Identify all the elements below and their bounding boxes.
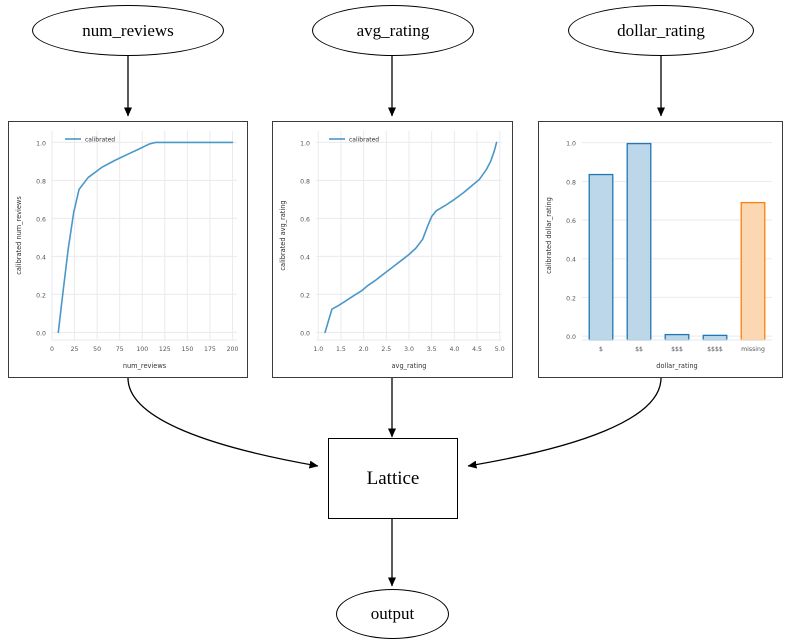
chart-num-reviews-xtick: 0	[50, 346, 54, 353]
chart-avg-rating-legend-label: calibrated	[349, 137, 379, 144]
chart-avg-rating-ytick: 0.2	[300, 292, 310, 299]
chart-avg-rating-series-line	[324, 141, 498, 334]
chart-num-reviews-legend-label: calibrated	[85, 137, 115, 144]
chart-avg-rating-xtick: 3.0	[404, 346, 414, 353]
chart-dollar-rating-bar	[702, 334, 728, 341]
chart-avg-rating-ytick: 0.0	[300, 330, 310, 337]
chart-dollar-rating-ytick: 0.8	[566, 179, 576, 186]
chart-num-reviews-ytick: 0.4	[36, 254, 46, 261]
chart-num-reviews-series-line	[57, 141, 234, 334]
chart-avg-rating-xtick: 2.5	[381, 346, 391, 353]
node-output-label: output	[370, 604, 415, 623]
chart-num-reviews-xtick: 200	[227, 346, 239, 353]
chart-dollar-rating-xtick: $	[599, 346, 603, 353]
chart-num-reviews-xlabel: num_reviews	[123, 362, 167, 370]
edge-chart1-to-lattice	[127, 377, 319, 469]
node-num-reviews[interactable]: num_reviews	[32, 5, 224, 56]
chart-panel-num-reviews: 0.0 0.2 0.4 0.6 0.8 1.0 0 25 50 75 100 125 150 175 200…	[8, 121, 248, 378]
chart-num-reviews-xtick: 25	[71, 346, 79, 353]
chart-dollar-rating-bar	[626, 142, 652, 341]
chart-avg-rating-xtick: 1.5	[336, 346, 346, 353]
chart-dollar-rating-ytick: 0.0	[566, 334, 576, 341]
chart-avg-rating-ylabel: calibrated avg_rating	[279, 200, 287, 270]
node-dollar-rating-label: dollar_rating	[617, 20, 705, 40]
chart-avg-rating-svg: 0.0 0.2 0.4 0.6 0.8 1.0 1.0 1.5 2.0 2.5 3.0 3.5 4.0 4…	[279, 131, 505, 370]
chart-num-reviews-ylabel: calibrated num_reviews	[15, 196, 23, 275]
chart-avg-rating-ytick: 0.8	[300, 178, 310, 185]
node-dollar-rating[interactable]: dollar_rating	[568, 5, 754, 56]
node-avg-rating[interactable]: avg_rating	[312, 5, 474, 56]
chart-num-reviews-xtick: 125	[159, 346, 171, 353]
node-num-reviews-label: num_reviews	[82, 20, 174, 40]
chart-num-reviews-ytick: 0.6	[36, 216, 46, 223]
chart-avg-rating-xtick: 2.0	[359, 346, 369, 353]
chart-dollar-rating-xtick: $$	[635, 346, 643, 353]
chart-num-reviews-xtick: 75	[116, 346, 124, 353]
chart-dollar-rating-ylabel: calibrated dollar_rating	[545, 197, 553, 274]
chart-num-reviews-ytick: 0.0	[36, 330, 46, 337]
chart-dollar-rating-ytick: 0.6	[566, 218, 576, 225]
chart-dollar-rating-bar	[588, 173, 614, 341]
node-lattice[interactable]: Lattice	[328, 438, 458, 519]
chart-num-reviews-xtick: 175	[204, 346, 216, 353]
chart-dollar-rating-bar	[664, 333, 690, 341]
node-avg-rating-label: avg_rating	[356, 20, 430, 40]
chart-avg-rating-ytick: 0.4	[300, 254, 310, 261]
chart-avg-rating-xtick: 4.5	[472, 346, 482, 353]
chart-panel-avg-rating: 0.0 0.2 0.4 0.6 0.8 1.0 1.0 1.5 2.0 2.5 3.0 3.5 4.0 4…	[272, 121, 513, 378]
chart-avg-rating-xtick: 1.0	[313, 346, 323, 353]
chart-avg-rating: 0.0 0.2 0.4 0.6 0.8 1.0 1.0 1.5 2.0 2.5 3.0 3.5 4.0 4…	[273, 122, 512, 377]
chart-num-reviews-ytick: 1.0	[36, 140, 46, 147]
chart-num-reviews-xtick: 100	[136, 346, 148, 353]
chart-avg-rating-ytick: 0.6	[300, 216, 310, 223]
chart-dollar-rating-xtick: missing	[741, 346, 765, 353]
chart-num-reviews: 0.0 0.2 0.4 0.6 0.8 1.0 0 25 50 75 100 125 150 175 200…	[9, 122, 247, 377]
chart-dollar-rating-svg: 0.00.20.40.60.81.0$$$$$$$$$$missingdolla…	[545, 131, 772, 370]
chart-num-reviews-xtick: 150	[181, 346, 193, 353]
chart-dollar-rating-bar	[740, 201, 766, 341]
chart-dollar-rating-ytick: 0.4	[566, 257, 576, 264]
chart-avg-rating-xtick: 5.0	[495, 346, 505, 353]
chart-num-reviews-ytick: 0.8	[36, 178, 46, 185]
chart-dollar-rating-ytick: 0.2	[566, 295, 576, 302]
chart-num-reviews-ytick: 0.2	[36, 292, 46, 299]
chart-avg-rating-xtick: 4.0	[449, 346, 459, 353]
chart-dollar-rating-xtick: $$$	[671, 346, 683, 353]
chart-avg-rating-ytick: 1.0	[300, 140, 310, 147]
chart-avg-rating-xtick: 3.5	[427, 346, 437, 353]
node-lattice-label: Lattice	[366, 467, 420, 489]
edge-chart3-to-lattice	[467, 377, 662, 469]
chart-num-reviews-xtick: 50	[93, 346, 101, 353]
chart-dollar-rating-xlabel: dollar_rating	[656, 362, 697, 370]
node-output[interactable]: output	[336, 589, 449, 639]
chart-dollar-rating-xtick: $$$$	[707, 346, 723, 353]
chart-dollar-rating-ytick: 1.0	[566, 141, 576, 148]
chart-num-reviews-svg: 0.0 0.2 0.4 0.6 0.8 1.0 0 25 50 75 100 125 150 175 200…	[15, 131, 239, 370]
chart-avg-rating-xlabel: avg_rating	[392, 362, 427, 370]
